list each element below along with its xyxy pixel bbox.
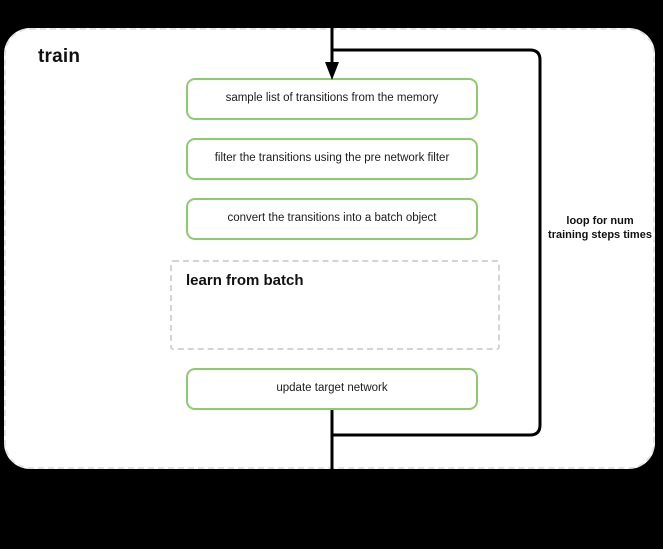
sub-scope-title-learn-from-batch: learn from batch: [186, 272, 304, 289]
scope-title-train: train: [38, 46, 81, 67]
step-box-update-target-network[interactable]: update target network: [186, 368, 478, 410]
step-box-filter-transitions[interactable]: filter the transitions using the pre net…: [186, 138, 478, 180]
step-label: filter the transitions using the pre net…: [214, 152, 450, 165]
sub-scope-learn-from-batch: learn from batch: [170, 260, 500, 350]
step-box-sample-transitions[interactable]: sample list of transitions from the memo…: [186, 78, 478, 120]
step-label: update target network: [276, 382, 388, 395]
step-label: convert the transitions into a batch obj…: [227, 212, 437, 225]
loop-annotation-label: loop for num training steps times: [548, 215, 652, 242]
step-label: sample list of transitions from the memo…: [225, 92, 439, 105]
step-box-convert-batch[interactable]: convert the transitions into a batch obj…: [186, 198, 478, 240]
